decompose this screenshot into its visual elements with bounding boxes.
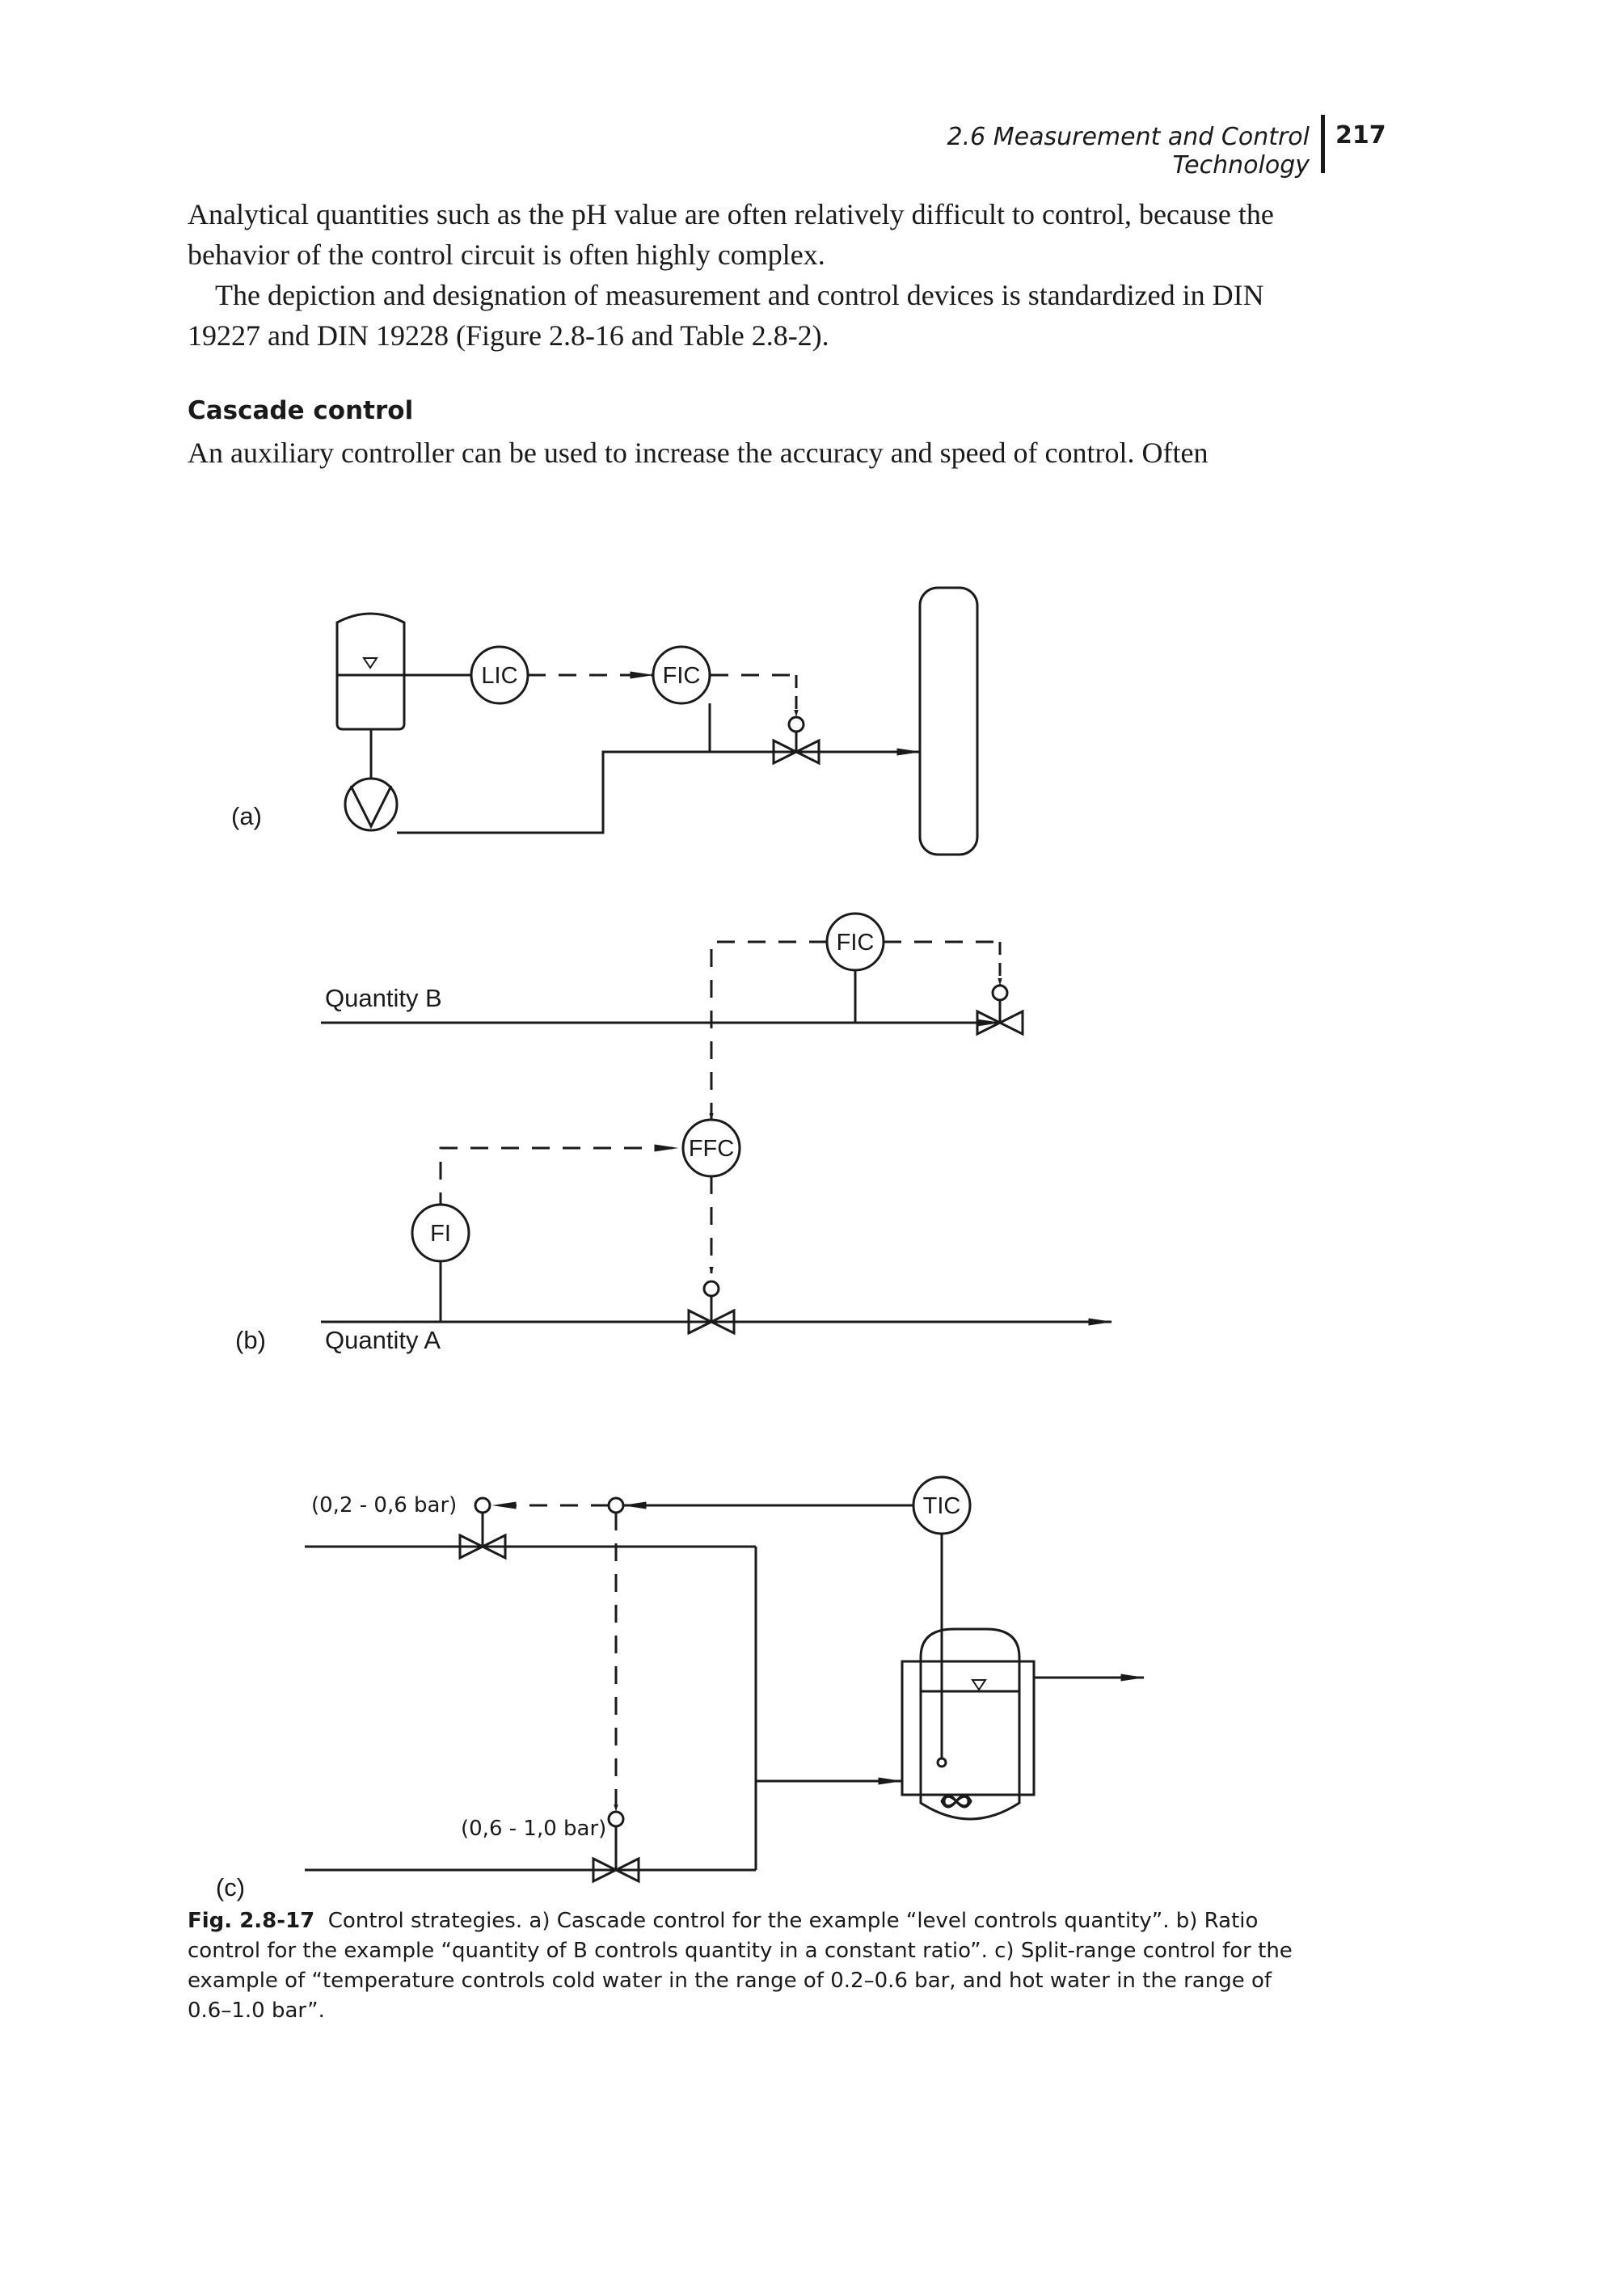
cold-water-valve	[458, 1533, 507, 1560]
control-valve-b-top	[976, 1009, 1024, 1036]
control-valve-b-bottom	[687, 1308, 736, 1336]
panel-c-diagram	[305, 1475, 1145, 1884]
stirred-reactor	[919, 1627, 1021, 1821]
header-rule	[1321, 115, 1325, 173]
hot-water-valve	[592, 1856, 640, 1884]
panel-b-diagram	[321, 912, 1113, 1336]
hot-range-label: (0,6 - 1,0 bar)	[461, 1817, 606, 1841]
page-number: 217	[1335, 121, 1386, 150]
fic-instrument-a	[652, 645, 711, 705]
section-heading: Cascade control	[188, 396, 414, 425]
panel-b-label: (b)	[235, 1326, 266, 1354]
ffc-label: FFC	[689, 1136, 734, 1162]
paragraph-intro: An auxiliary controller can be used to i…	[188, 437, 1209, 469]
tic-label: TIC	[923, 1493, 961, 1519]
panel-a-diagram	[335, 586, 979, 856]
fic-label-a: FIC	[663, 663, 701, 689]
quantity-b-label: Quantity B	[325, 984, 442, 1012]
distillation-column	[918, 586, 979, 856]
fi-label: FI	[430, 1221, 451, 1247]
caption-number: Fig. 2.8-17	[188, 1909, 315, 1933]
level-vessel	[335, 612, 406, 731]
panel-c-label: (c)	[216, 1873, 245, 1902]
reactor-jacket	[901, 1660, 1036, 1796]
cold-range-label: (0,2 - 0,6 bar)	[311, 1493, 457, 1517]
running-header: 2.6 Measurement and Control Technology	[947, 123, 1310, 179]
panel-a-label: (a)	[231, 802, 262, 830]
quantity-a-label: Quantity A	[325, 1326, 441, 1354]
lic-label: LIC	[481, 663, 517, 689]
fic-label-b: FIC	[837, 930, 875, 956]
paragraph-analytical: Analytical quantities such as the pH val…	[188, 198, 1274, 271]
paragraph-din: The depiction and designation of measure…	[188, 279, 1264, 352]
pump	[344, 777, 399, 832]
figure-caption: Fig. 2.8-17 Control strategies. a) Casca…	[188, 1906, 1311, 2026]
caption-text: Control strategies. a) Cascade control f…	[188, 1909, 1293, 2023]
